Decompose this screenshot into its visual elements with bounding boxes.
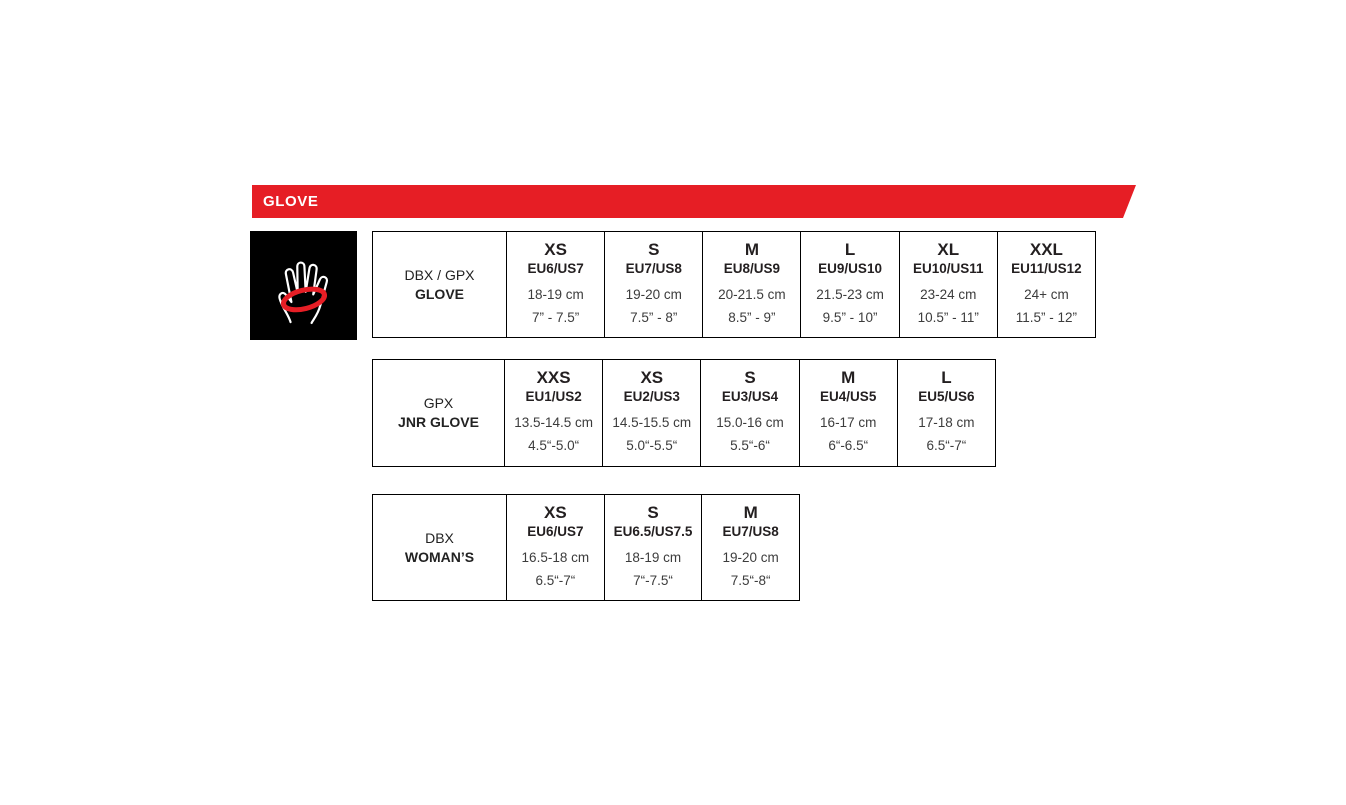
eu-us-label: EU6/US7	[527, 261, 584, 276]
hand-logo-box	[250, 231, 357, 340]
eu-us-label: EU1/US2	[525, 389, 582, 404]
cm-range: 23-24 cm	[920, 287, 977, 302]
eu-us-label: EU3/US4	[721, 389, 779, 404]
size-label: L	[844, 240, 856, 259]
eu-us-label: EU5/US6	[918, 389, 975, 404]
inch-range: 10.5” - 11”	[917, 310, 979, 325]
eu-us-label: EU8/US9	[723, 261, 781, 276]
size-label: M	[743, 503, 758, 522]
eu-us-label: EU2/US3	[623, 389, 680, 404]
size-column-xl: XL EU10/US11 23-24 cm 10.5” - 11”	[898, 232, 997, 337]
size-label: S	[648, 240, 660, 259]
cm-range: 21.5-23 cm	[816, 287, 884, 302]
banner-title: GLOVE	[263, 193, 319, 210]
size-label: XL	[937, 240, 960, 259]
inch-range: 7” - 7.5”	[531, 310, 580, 325]
cm-range: 19-20 cm	[625, 287, 682, 302]
size-label: L	[941, 368, 952, 387]
inch-range: 7.5“-8“	[730, 573, 771, 588]
cm-range: 16-17 cm	[820, 415, 877, 430]
product-type: GLOVE	[414, 285, 464, 302]
inch-range: 6.5“-7“	[535, 573, 576, 588]
glove-section-banner: GLOVE	[252, 185, 1136, 218]
inch-range: 11.5” - 12”	[1015, 310, 1078, 325]
size-column-xxs: XXS EU1/US2 13.5-14.5 cm 4.5“-5.0“	[504, 360, 602, 466]
table-label: DBX / GPX GLOVE	[373, 232, 506, 337]
table-label: DBX WOMAN’S	[373, 495, 506, 600]
inch-range: 7“-7.5“	[633, 573, 673, 588]
size-column-xs: XS EU6/US7 18-19 cm 7” - 7.5”	[506, 232, 604, 337]
product-name: DBX	[425, 529, 454, 546]
eu-us-label: EU6.5/US7.5	[613, 524, 693, 539]
size-column-xs: XS EU2/US3 14.5-15.5 cm 5.0“-5.5“	[602, 360, 700, 466]
inch-range: 8.5” - 9”	[728, 310, 776, 325]
size-column-xs: XS EU6/US7 16.5-18 cm 6.5“-7“	[506, 495, 604, 600]
cm-range: 20-21.5 cm	[718, 287, 786, 302]
inch-range: 4.5“-5.0“	[528, 438, 580, 453]
inch-range: 7.5” - 8”	[630, 310, 678, 325]
inch-range: 6“-6.5“	[828, 438, 869, 453]
size-label: XS	[640, 368, 664, 387]
eu-us-label: EU9/US10	[818, 261, 882, 276]
size-label: XXS	[536, 368, 571, 387]
cm-range: 24+ cm	[1024, 287, 1069, 302]
product-name: DBX / GPX	[404, 266, 475, 283]
table-label: GPX JNR GLOVE	[373, 360, 504, 466]
cm-range: 15.0-16 cm	[716, 415, 784, 430]
size-column-m: M EU7/US8 19-20 cm 7.5“-8“	[701, 495, 799, 600]
eu-us-label: EU7/US8	[625, 261, 682, 276]
cm-range: 13.5-14.5 cm	[514, 415, 593, 430]
size-column-s: S EU3/US4 15.0-16 cm 5.5“-6“	[700, 360, 798, 466]
cm-range: 18-19 cm	[624, 550, 682, 565]
eu-us-label: EU11/US12	[1011, 261, 1082, 276]
size-column-l: L EU9/US10 21.5-23 cm 9.5” - 10”	[800, 232, 898, 337]
inch-range: 9.5” - 10”	[822, 310, 878, 325]
size-column-m: M EU4/US5 16-17 cm 6“-6.5“	[798, 360, 897, 466]
hand-icon	[277, 261, 328, 324]
size-column-s: S EU7/US8 19-20 cm 7.5” - 8”	[604, 232, 702, 337]
inch-range: 5.5“-6“	[730, 438, 770, 453]
eu-us-label: EU10/US11	[912, 261, 984, 276]
cm-range: 17-18 cm	[918, 415, 975, 430]
size-label: XS	[543, 503, 567, 522]
size-label: XXL	[1029, 240, 1063, 259]
size-label: M	[744, 240, 759, 259]
size-label: S	[744, 368, 756, 387]
inch-range: 5.0“-5.5“	[626, 438, 678, 453]
size-label: M	[841, 368, 856, 387]
dbx-gpx-glove-table: DBX / GPX GLOVE XS EU6/US7 18-19 cm 7” -…	[372, 231, 1096, 338]
cm-range: 16.5-18 cm	[521, 550, 590, 565]
gpx-jnr-glove-table: GPX JNR GLOVE XXS EU1/US2 13.5-14.5 cm 4…	[372, 359, 996, 467]
eu-us-label: EU6/US7	[527, 524, 584, 539]
size-label: XS	[544, 240, 567, 259]
size-column-s: S EU6.5/US7.5 18-19 cm 7“-7.5“	[603, 495, 702, 600]
size-column-xxl: XXL EU11/US12 24+ cm 11.5” - 12”	[996, 232, 1095, 337]
cm-range: 18-19 cm	[527, 287, 584, 302]
logo-swoosh	[280, 286, 327, 312]
product-type: WOMAN’S	[404, 548, 475, 565]
eu-us-label: EU4/US5	[820, 389, 877, 404]
size-column-m: M EU8/US9 20-21.5 cm 8.5” - 9”	[702, 232, 800, 337]
cm-range: 14.5-15.5 cm	[612, 415, 692, 430]
cm-range: 19-20 cm	[722, 550, 779, 565]
inch-range: 6.5“-7“	[926, 438, 967, 453]
size-column-l: L EU5/US6 17-18 cm 6.5“-7“	[896, 360, 995, 466]
product-type: JNR GLOVE	[398, 414, 479, 430]
size-label: S	[647, 503, 659, 522]
dbx-womans-table: DBX WOMAN’S XS EU6/US7 16.5-18 cm 6.5“-7…	[372, 494, 800, 601]
product-name: GPX	[423, 395, 454, 411]
eu-us-label: EU7/US8	[722, 524, 779, 539]
